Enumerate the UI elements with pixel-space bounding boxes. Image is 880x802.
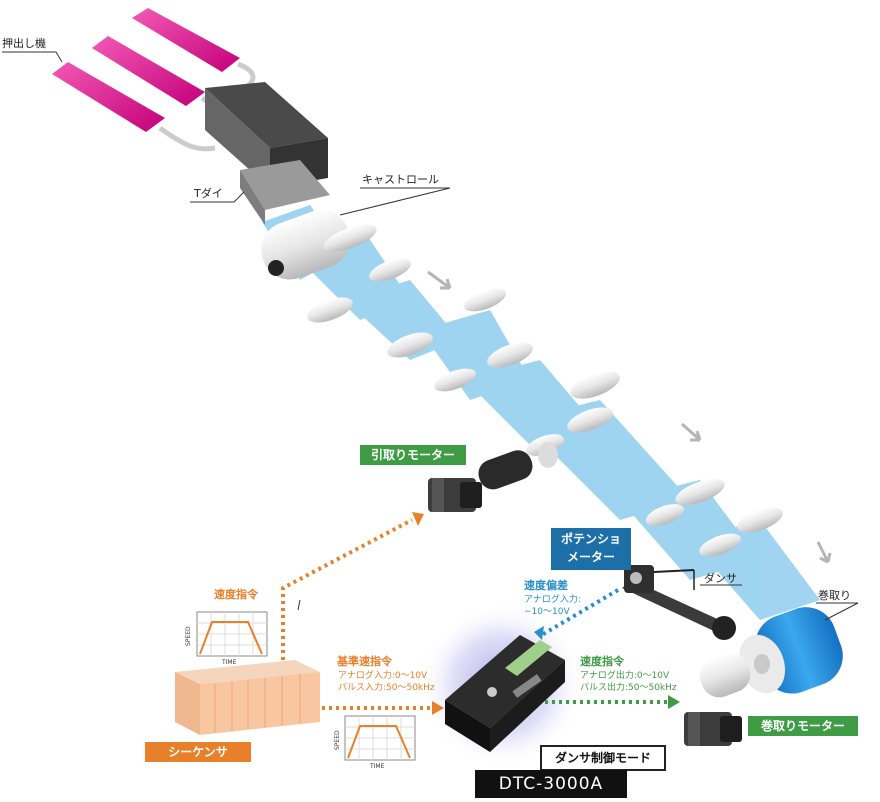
- label-cast-roll: キャストロール: [362, 173, 439, 186]
- speed-graph-left: [196, 611, 268, 657]
- graph-left-ylabel: SPEED: [185, 626, 192, 646]
- signal-speed-right-label: 速度指令: [580, 655, 624, 668]
- tag-potentiometer: ポテンショ メーター: [551, 528, 631, 570]
- pull-coupling: [478, 442, 558, 490]
- signal-deviation-analog: アナログ入力:: [524, 595, 581, 605]
- signal-out-pulse: パルス出力:50～50kHz: [580, 683, 677, 693]
- signal-deviation-range: −10～10V: [524, 607, 570, 617]
- graph-left-xlabel: TIME: [221, 659, 237, 666]
- arrowhead-winding: [668, 695, 680, 709]
- arrowhead-pull: [412, 512, 424, 526]
- dancer-assembly: [622, 565, 736, 640]
- leader-lines: [2, 51, 859, 621]
- pull-motor: [428, 478, 482, 512]
- tag-pull-motor: 引取りモーター: [360, 445, 466, 465]
- controller-unit: [445, 635, 565, 752]
- guide-rolls: [307, 224, 783, 557]
- winder-roll: [699, 607, 843, 698]
- tag-winding-motor: 巻取りモーター: [748, 716, 858, 736]
- cast-roll: [261, 210, 350, 280]
- controller-mode-label: ダンサ制御モード: [540, 745, 666, 771]
- label-extruder: 押出し機: [2, 37, 46, 50]
- tag-potentiometer-line1: ポテンショ: [560, 532, 621, 546]
- t-die: [205, 82, 330, 225]
- signal-speed-left: [281, 518, 413, 660]
- signal-deviation: [538, 588, 620, 638]
- label-dancer: ダンサ: [704, 572, 737, 585]
- speed-graph-bottom: [344, 715, 416, 761]
- arrowhead-deviation: [534, 626, 544, 640]
- controller-model-label: DTC-3000A: [475, 770, 627, 798]
- sequencer: [175, 660, 320, 735]
- label-winder: 巻取り: [818, 589, 851, 602]
- tag-potentiometer-line2: メーター: [566, 550, 615, 564]
- signal-deviation-label: 速度偏差: [524, 579, 568, 592]
- signal-base-pulse: パルス入力:50～50kHz: [338, 683, 435, 693]
- arrowhead-controller: [432, 701, 444, 715]
- signal-speed-left-label: 速度指令: [214, 588, 258, 601]
- label-t-die: Tダイ: [194, 187, 223, 200]
- signal-base-speed-label: 基準速指令: [337, 655, 392, 668]
- signal-out-analog: アナログ出力:0～10V: [580, 671, 670, 681]
- graph-bottom-xlabel: TIME: [369, 763, 385, 770]
- winding-motor: [684, 712, 742, 746]
- signal-base-analog: アナログ入力:0～10V: [338, 671, 428, 681]
- tag-sequencer: シーケンサ: [145, 742, 251, 762]
- film-web: [262, 205, 820, 620]
- direction-arrows: [427, 270, 832, 564]
- graph-bottom-ylabel: SPEED: [334, 730, 341, 750]
